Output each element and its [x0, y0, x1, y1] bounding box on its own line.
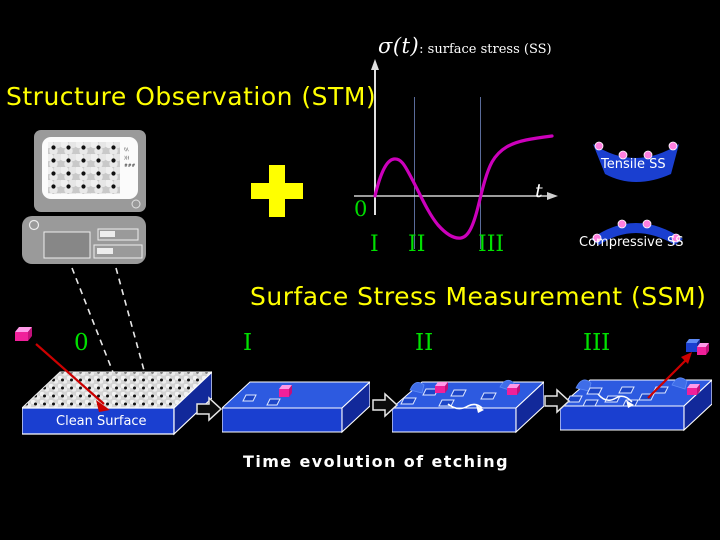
stm-apparatus-illustration: \\\ ))) ###: [16, 128, 166, 268]
svg-text:###: ###: [124, 163, 136, 169]
graph-origin-label: 0: [354, 197, 368, 221]
surface-stress-measurement-title: Surface Stress Measurement (SSM): [250, 282, 707, 311]
transition-arrow-icon-2: [372, 392, 399, 418]
slab-stage-i: [222, 380, 370, 442]
adatom-cube-icon-right: [686, 338, 710, 360]
slab-stage-ii: [392, 372, 544, 442]
structure-observation-title: Structure Observation (STM): [6, 82, 377, 111]
graph-region-label-i: I: [370, 232, 379, 257]
region-divider-1: [414, 97, 415, 249]
slab-clean-surface: Clean Surface: [22, 368, 212, 450]
stage-label-ii: II: [415, 330, 434, 356]
compressive-ss-label: Compressive SS: [579, 235, 684, 250]
plus-icon: [251, 165, 303, 217]
svg-text:\\\: \\\: [124, 147, 129, 153]
svg-text:))): ))): [124, 154, 130, 161]
stage-label-iii: III: [583, 330, 611, 356]
slab-stage-iii: [560, 362, 712, 440]
clean-surface-label: Clean Surface: [56, 414, 147, 429]
stress-vs-time-graph: 0 t: [340, 55, 580, 270]
transition-arrow-icon-3: [544, 388, 571, 414]
adatom-cube-icon-left: [14, 326, 36, 346]
graph-svg: [354, 59, 558, 240]
sigma-symbol: σ(t): [378, 34, 420, 58]
stage-label-i: I: [243, 330, 253, 356]
transition-arrow-icon-1: [196, 396, 223, 422]
graph-x-axis-label: t: [535, 180, 543, 202]
tensile-ss-label: Tensile SS: [601, 157, 666, 172]
graph-title-rest: : surface stress (SS): [419, 42, 552, 57]
stage-label-0: 0: [74, 330, 89, 356]
bottom-caption: Time evolution of etching: [243, 452, 509, 471]
compressive-ss-legend: Compressive SS: [579, 205, 690, 257]
graph-region-label-ii: II: [408, 232, 426, 257]
graph-region-label-iii: III: [478, 232, 505, 257]
region-divider-2: [480, 97, 481, 249]
tensile-ss-legend: Tensile SS: [585, 138, 690, 190]
graph-title: σ(t): surface stress (SS): [378, 34, 552, 58]
